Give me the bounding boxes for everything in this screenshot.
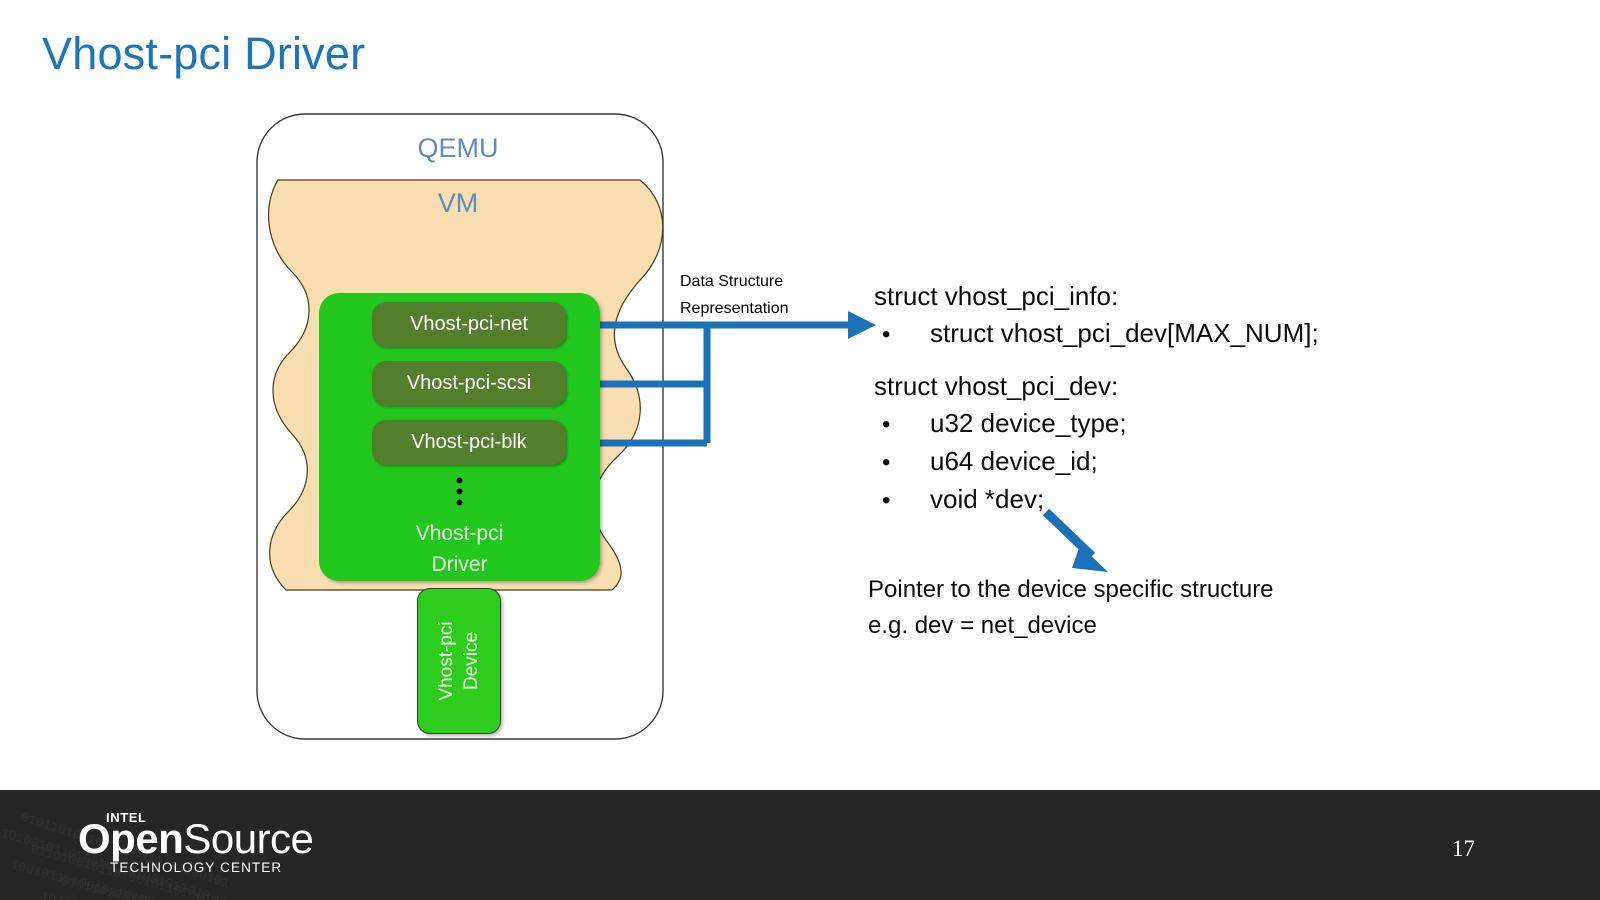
struct-dev-field-1: u64 device_id; bbox=[874, 443, 1127, 481]
architecture-diagram: QEMU VM Vhost-pci-net Vhost-pci-scsi Vho… bbox=[0, 0, 1600, 790]
struct-dev-header: struct vhost_pci_dev: bbox=[874, 371, 1119, 401]
driver-caption-line2: Driver bbox=[431, 553, 488, 576]
struct-vhost-pci-info-block: struct vhost_pci_info: struct vhost_pci_… bbox=[874, 278, 1319, 353]
module-vhost-pci-net[interactable]: Vhost-pci-net bbox=[372, 302, 566, 347]
page-title: Vhost-pci Driver bbox=[42, 28, 366, 79]
struct-dev-field-0: u32 device_type; bbox=[874, 405, 1127, 443]
pointer-arrow bbox=[1042, 508, 1108, 572]
module-vhost-pci-blk[interactable]: Vhost-pci-blk bbox=[372, 420, 566, 465]
logo-opensource-text: OpenSource bbox=[78, 815, 314, 862]
binary-watermark-pattern: 0101101001011010010110100101 10100101101… bbox=[0, 810, 275, 900]
logo-technology-center-text: TECHNOLOGY CENTER bbox=[110, 860, 283, 875]
logo-intel-text: INTEL bbox=[106, 810, 147, 825]
device-label: Vhost-pci Device bbox=[434, 621, 484, 700]
slide-footer: 0101101001011010010110100101 10100101101… bbox=[0, 790, 1600, 900]
logo-source-text: Source bbox=[183, 815, 314, 862]
module-vhost-pci-scsi[interactable]: Vhost-pci-scsi bbox=[372, 361, 566, 406]
pointer-note-line2: e.g. dev = net_device bbox=[868, 612, 1097, 639]
logo-open-text: Open bbox=[78, 815, 184, 862]
vm-label: VM bbox=[437, 188, 479, 218]
struct-info-field-0: struct vhost_pci_dev[MAX_NUM]; bbox=[874, 315, 1319, 353]
device-label-line2: Device bbox=[461, 631, 482, 691]
diagram-shapes-svg bbox=[256, 113, 1108, 740]
data-structure-representation-label: Data Structure Representation bbox=[680, 268, 860, 322]
vhost-pci-device-box[interactable]: Vhost-pci Device bbox=[417, 588, 501, 734]
intel-open-source-logo: INTEL OpenSource TECHNOLOGY CENTER bbox=[78, 808, 378, 878]
pointer-note-line1: Pointer to the device specific structure bbox=[868, 576, 1274, 603]
device-label-line1: Vhost-pci bbox=[436, 621, 457, 701]
struct-vhost-pci-dev-block: struct vhost_pci_dev: u32 device_type; u… bbox=[874, 368, 1127, 519]
qemu-label: QEMU bbox=[417, 133, 499, 163]
page-number: 17 bbox=[1452, 836, 1475, 861]
driver-caption-line1: Vhost-pci bbox=[415, 522, 504, 545]
pointer-note: Pointer to the device specific structure… bbox=[868, 572, 1274, 644]
driver-caption: Vhost-pci Driver bbox=[319, 518, 600, 580]
struct-dev-field-2: void *dev; bbox=[874, 481, 1127, 519]
ds-rep-line1: Data Structure bbox=[680, 273, 784, 290]
ds-rep-line2: Representation bbox=[680, 300, 789, 317]
vertical-ellipsis-icon: ••• bbox=[455, 468, 464, 515]
struct-info-header: struct vhost_pci_info: bbox=[874, 281, 1119, 311]
vhost-pci-driver-box[interactable]: Vhost-pci-net Vhost-pci-scsi Vhost-pci-b… bbox=[319, 293, 600, 581]
